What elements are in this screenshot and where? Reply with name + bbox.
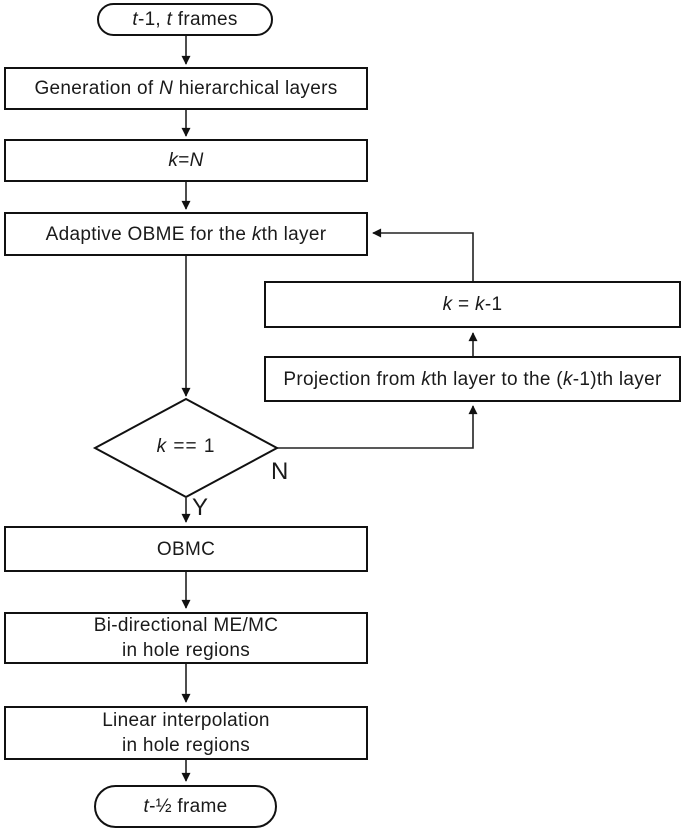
generate-layers-box: Generation of N hierarchical layers	[4, 67, 368, 110]
arrow-decision-no-to-projection	[277, 405, 478, 449]
init-k-box: k=N	[4, 139, 368, 182]
end-terminator-label: t-½ frame	[143, 796, 228, 817]
obmc-box: OBMC	[4, 526, 368, 572]
decision-label-text: k == 1	[156, 436, 216, 457]
adaptive-obme-box: Adaptive OBME for the kth layer	[4, 212, 368, 256]
obmc-label: OBMC	[156, 538, 216, 560]
branch-label-no: N	[271, 458, 289, 485]
decrement-k-box: k = k-1	[264, 281, 681, 328]
linear-interpolation-box: Linear interpolation in hole regions	[4, 706, 368, 760]
arrow-decrementk-to-obme	[372, 228, 474, 281]
decision-diamond-label: k == 1	[96, 436, 276, 458]
bidirectional-memc-line2: in hole regions	[121, 640, 251, 661]
branch-label-yes: Y	[192, 494, 209, 521]
linear-interpolation-label: Linear interpolation in hole regions	[102, 708, 270, 758]
bidirectional-memc-box: Bi-directional ME/MC in hole regions	[4, 612, 368, 664]
linear-interpolation-line2: in hole regions	[121, 735, 251, 756]
bidirectional-memc-label: Bi-directional ME/MC in hole regions	[94, 613, 278, 663]
bidirectional-memc-line1: Bi-directional ME/MC	[93, 615, 279, 636]
start-terminator-label: t-1, t frames	[132, 9, 238, 30]
generate-layers-label: Generation of N hierarchical layers	[34, 78, 338, 99]
adaptive-obme-label: Adaptive OBME for the kth layer	[45, 223, 327, 245]
decision-diamond-shape	[92, 397, 280, 499]
projection-box: Projection from kth layer to the (k-1)th…	[264, 356, 681, 402]
linear-interpolation-line1: Linear interpolation	[102, 710, 270, 731]
start-terminator: t-1, t frames	[97, 3, 273, 36]
end-terminator: t-½ frame	[94, 785, 277, 828]
decrement-k-label: k = k-1	[442, 294, 503, 315]
projection-label: Projection from kth layer to the (k-1)th…	[283, 368, 662, 390]
init-k-label: k=N	[168, 150, 204, 171]
